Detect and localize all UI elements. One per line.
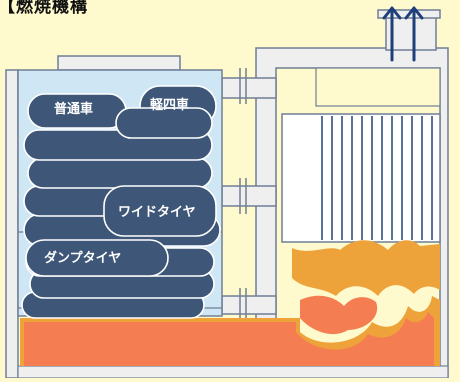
flame-upper [292,240,440,296]
flame-inner [24,312,434,366]
left-outer-wall [5,69,19,379]
flame-tongue [300,295,378,335]
connecting-ducts [221,68,277,322]
exhaust-arrow-right [404,6,424,62]
upper-duct [221,77,277,99]
tire [25,239,169,277]
exhaust-arrow-left [382,6,402,62]
chimney [385,15,437,51]
tire [27,157,213,189]
tire [115,107,213,139]
hopper-top-cap [57,55,181,71]
heat-exchanger [281,113,441,243]
label-ordinary-car: 普通車 [54,101,93,117]
exhaust-arrows [382,6,424,62]
tire-stack [21,85,221,319]
tire [103,185,217,237]
diagram-title: 【燃焼機構 [0,0,88,17]
label-wide-tire: ワイドタイヤ [118,205,196,220]
inner-chamber [315,67,441,107]
flames [20,240,440,366]
label-dump-tire: ダンプタイヤ [44,250,121,266]
label-light-car: 軽四車 [150,97,189,113]
grille-bars [321,116,433,240]
middle-duct [221,185,277,207]
heat-exchanger-frame [281,113,441,243]
furnace-floor [17,365,449,379]
lower-duct [221,295,277,315]
